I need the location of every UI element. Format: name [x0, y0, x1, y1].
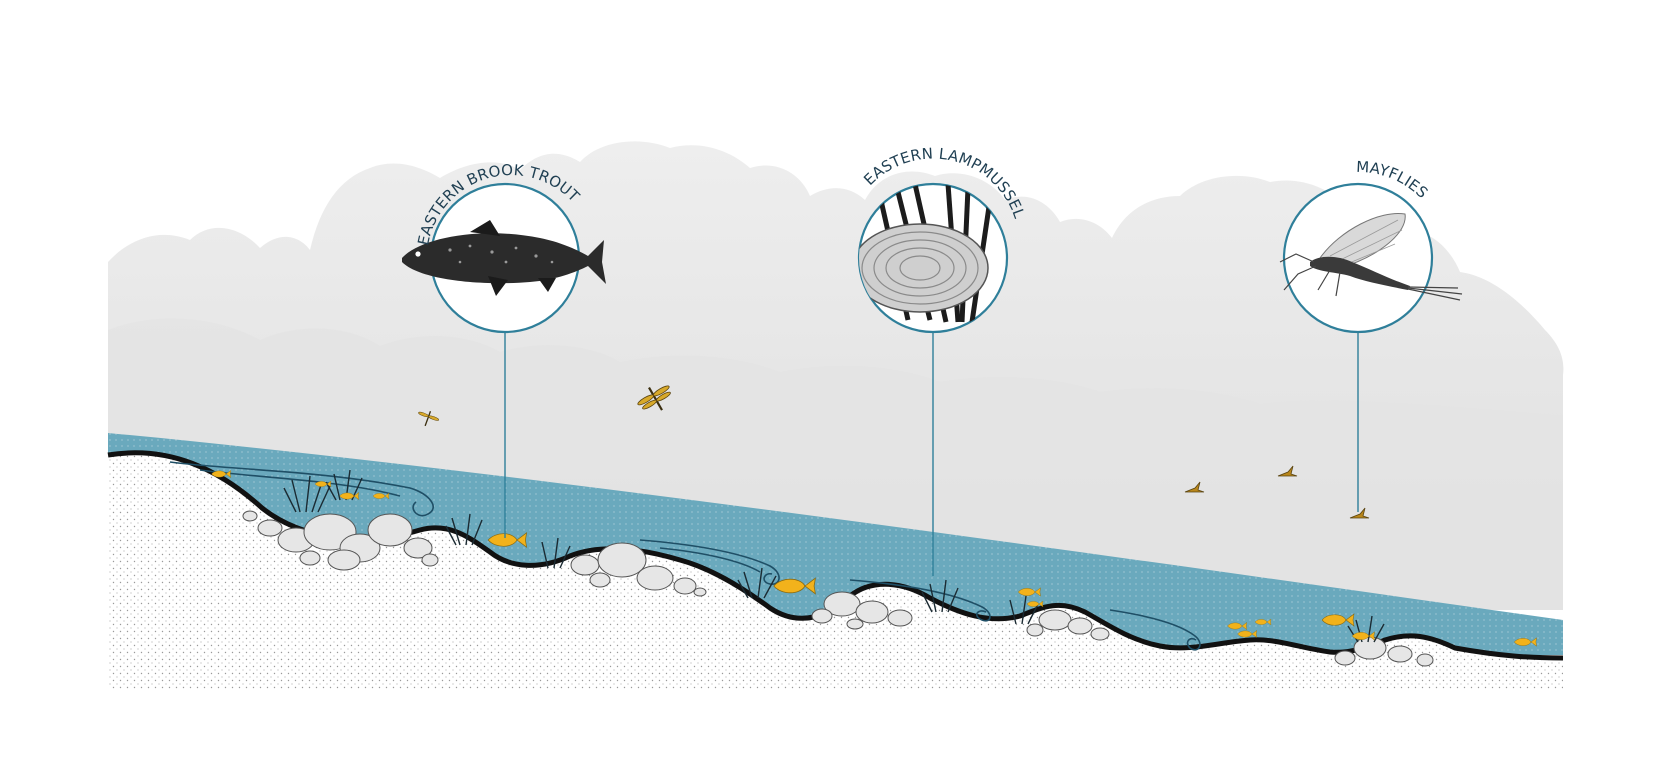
- mayfly-small-icon: [1277, 465, 1298, 477]
- small-fish-icon: [1237, 629, 1258, 639]
- callout-eastern-brook-trout: EASTERN BROOK TROUT: [402, 161, 606, 334]
- small-fish-icon: [1513, 637, 1537, 647]
- brook-trout-icon: [402, 220, 606, 296]
- insects: [418, 385, 1370, 519]
- stone-cluster: [242, 510, 439, 571]
- mayfly-small-icon: [1349, 507, 1370, 519]
- small-fish-icon: [339, 491, 360, 501]
- small-fish-icon: [1254, 618, 1272, 626]
- stone-cluster: [570, 542, 707, 597]
- mayfly-icon: [1279, 212, 1463, 301]
- fish-school: [211, 469, 1537, 647]
- riverbed: [107, 450, 1564, 690]
- aquatic-grass: [283, 469, 1385, 643]
- stone-cluster: [1026, 609, 1110, 641]
- stone-cluster: [1334, 636, 1434, 667]
- small-fish-icon: [372, 492, 390, 500]
- stone-cluster: [811, 591, 913, 630]
- callout-lines: [504, 332, 1359, 576]
- small-fish-icon: [773, 577, 816, 595]
- dragonfly-icon: [637, 385, 671, 411]
- lampmussel-icon: [859, 184, 993, 323]
- small-fish-icon: [211, 469, 232, 479]
- mayfly-small-icon: [1184, 481, 1205, 493]
- small-fish-icon: [1017, 587, 1041, 597]
- small-fish-icon: [487, 531, 528, 549]
- small-fish-icon: [1227, 621, 1248, 631]
- small-fish-icon: [1026, 600, 1044, 608]
- callout-mayflies: MAYFLIES: [1279, 158, 1463, 334]
- dragonfly-icon: [418, 411, 440, 427]
- small-fish-icon: [1321, 613, 1355, 627]
- small-fish-icon: [1351, 631, 1375, 641]
- small-fish-icon: [314, 480, 332, 488]
